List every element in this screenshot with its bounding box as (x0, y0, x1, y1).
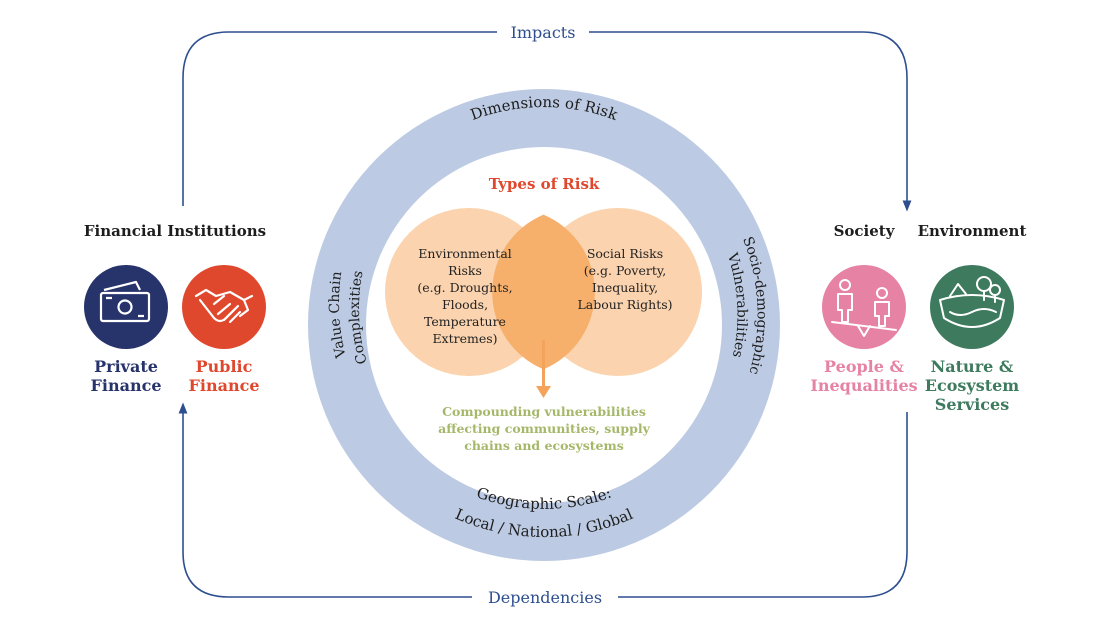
private-finance-line2: Finance (91, 376, 162, 395)
nature-line2: Ecosystem (925, 376, 1019, 395)
impacts-label: Impacts (511, 23, 576, 42)
dependencies-arrow-right-segment (618, 412, 908, 598)
society-heading: Society (834, 222, 896, 240)
compound-arrow-shaft (542, 340, 545, 388)
types-of-risk-title: Types of Risk (489, 175, 600, 193)
social-line-2: (e.g. Poverty, (584, 263, 666, 278)
financial-institutions-heading: Financial Institutions (84, 222, 266, 240)
nature-line1: Nature & (931, 357, 1014, 376)
social-line-1: Social Risks (587, 246, 663, 261)
venn-overlap-lens (492, 214, 595, 370)
social-line-3: Inequality, (592, 280, 658, 295)
nature-line3: Services (935, 395, 1009, 414)
social-line-4: Labour Rights) (577, 297, 672, 312)
people-seesaw-icon (822, 265, 906, 349)
env-line-2: Risks (448, 263, 482, 278)
env-line-6: Extremes) (432, 331, 497, 346)
banknote-icon (84, 265, 168, 349)
private-finance-line1: Private (94, 357, 158, 376)
social-risk-text: Social Risks (e.g. Poverty, Inequality, … (577, 246, 672, 312)
landscape-icon (930, 265, 1014, 349)
compound-line-2: affecting communities, supply (438, 421, 651, 436)
impacts-flow (182, 31, 912, 212)
impacts-arrow-right-segment (589, 31, 912, 212)
compound-vulnerabilities-text: Compounding vulnerabilities affecting co… (438, 404, 651, 453)
env-line-4: Floods, (442, 297, 488, 312)
public-finance-line2: Finance (189, 376, 260, 395)
impacts-arrow-left-segment (182, 31, 497, 206)
env-line-3: (e.g. Droughts, (417, 280, 512, 295)
compound-down-arrow (536, 340, 551, 398)
handshake-icon (182, 265, 266, 349)
compound-line-3: chains and ecosystems (464, 438, 624, 453)
compound-line-1: Compounding vulnerabilities (442, 404, 646, 419)
public-finance-line1: Public (196, 357, 253, 376)
compound-arrow-head (536, 386, 551, 398)
people-line2: Inequalities (810, 376, 917, 395)
dependencies-arrow-left-segment (178, 402, 472, 598)
env-line-5: Temperature (424, 314, 506, 329)
env-line-1: Environmental (418, 246, 512, 261)
environmental-risk-text: Environmental Risks (e.g. Droughts, Floo… (417, 246, 512, 346)
environment-heading: Environment (918, 222, 1027, 240)
dependencies-label: Dependencies (488, 588, 602, 607)
dependencies-flow (178, 402, 908, 598)
people-line1: People & (824, 357, 904, 376)
